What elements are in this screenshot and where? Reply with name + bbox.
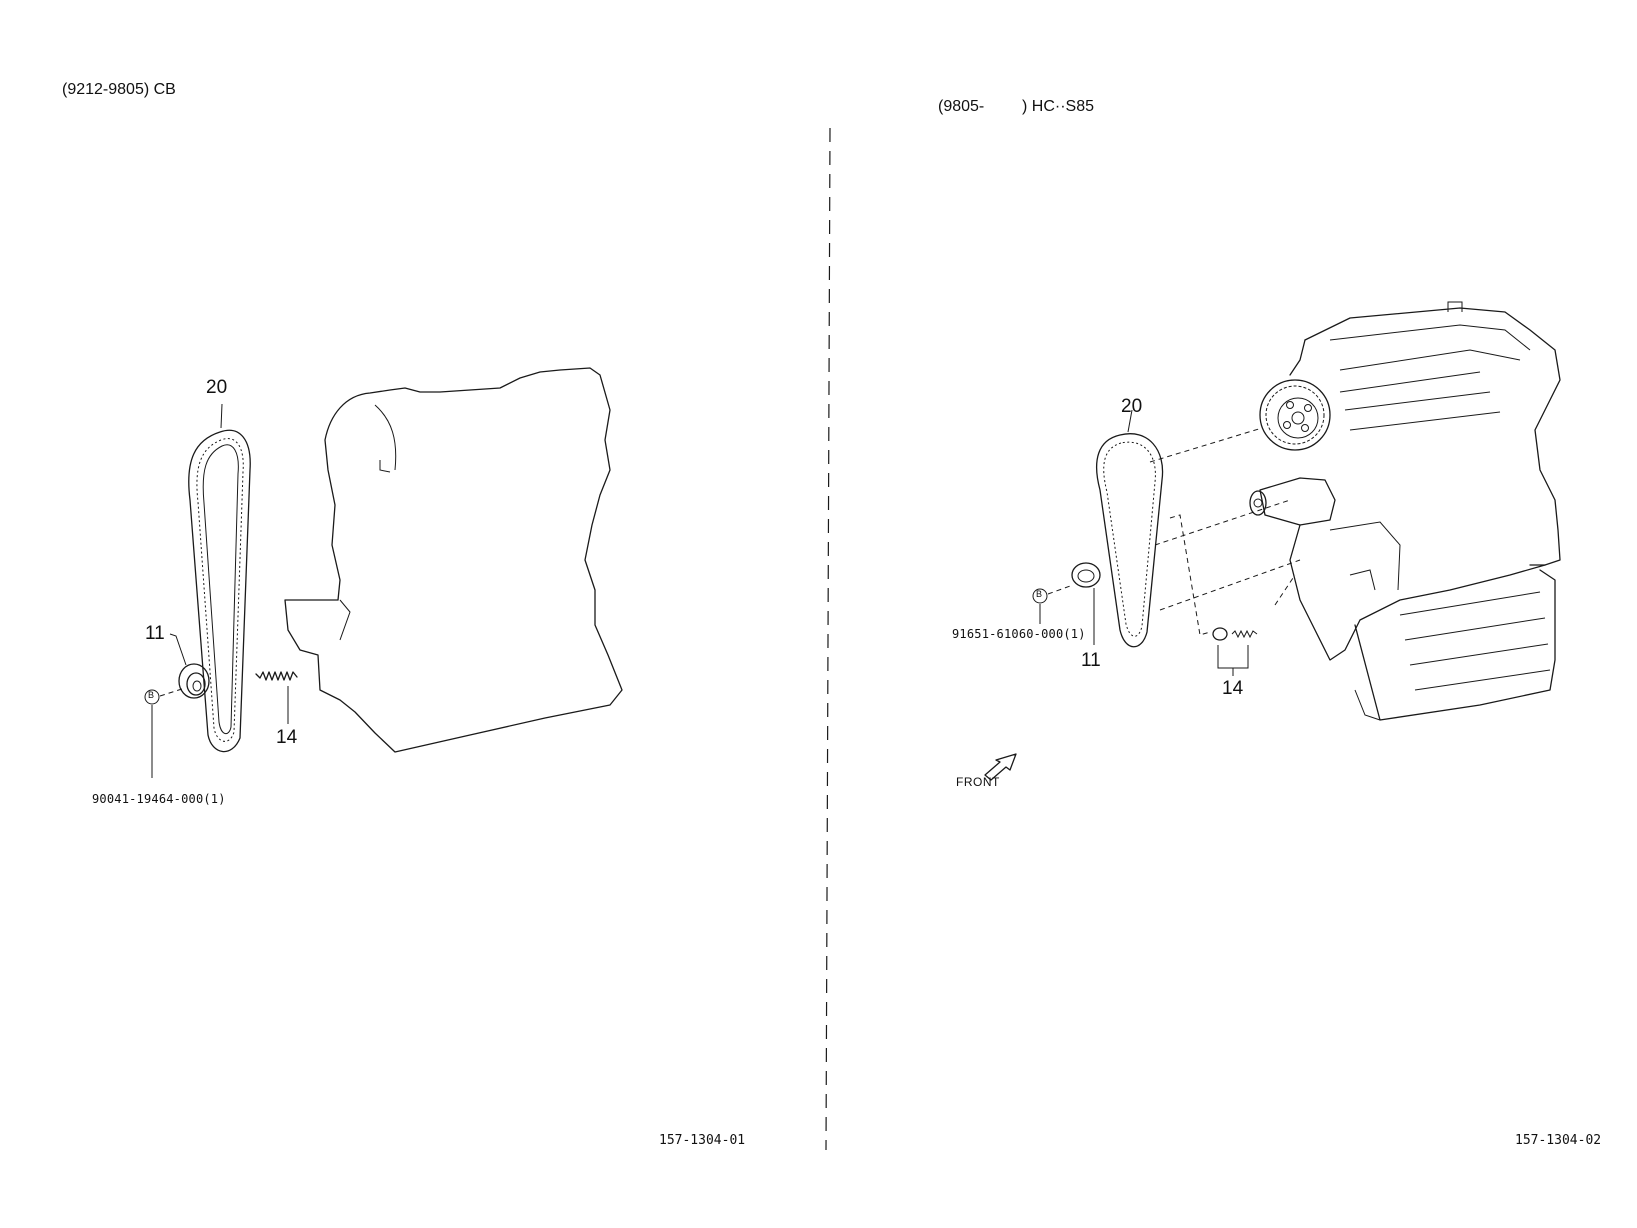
left-callout-spring: 14 [276,727,298,748]
left-tensioner-pulley [178,663,210,699]
left-callout-belt: 20 [206,377,228,398]
right-model-range-header-end: ) HC··S85 [1022,98,1095,115]
right-bolt-symbol: B [1036,589,1043,599]
left-tension-spring [255,671,298,724]
right-model-range-header-start: (9805- [938,98,985,115]
page-divider [825,127,831,1151]
right-timing-belt [1096,409,1164,648]
left-bolt-part-number: 90041-19464-000(1) [92,792,226,806]
left-engine-block-outline [284,367,623,753]
left-callout-tensioner: 11 [145,623,165,644]
right-callout-tensioner: 11 [1081,650,1101,671]
right-tensioner-pulley [1071,562,1101,645]
bolt-circle-icon [144,689,160,705]
right-callout-belt: 20 [1121,396,1143,417]
right-engine-assembly [1249,301,1561,721]
left-page-code: 157-1304-01 [659,1133,746,1148]
left-timing-belt [188,429,251,753]
front-direction-label: FRONT [956,775,1000,789]
right-bolt-part-number: 91651-61060-000(1) [952,627,1086,641]
front-arrow-icon [984,753,1017,781]
right-callout-spring: 14 [1222,678,1244,699]
left-bolt-symbol: B [148,690,155,700]
right-page-code: 157-1304-02 [1515,1133,1602,1148]
right-tension-spring [1212,627,1258,676]
left-model-range-header: (9212-9805) CB [62,81,176,98]
